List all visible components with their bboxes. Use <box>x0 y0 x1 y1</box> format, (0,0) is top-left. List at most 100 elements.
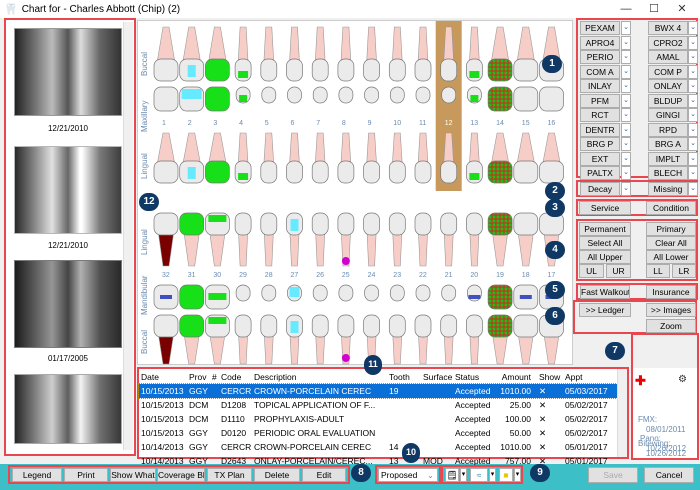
tooth-number[interactable]: 2 <box>188 120 192 127</box>
tooth-occlusal[interactable] <box>389 284 405 302</box>
tooth-occlusal[interactable] <box>338 86 354 104</box>
proc-dropdown[interactable]: ⌄ <box>688 35 698 50</box>
proc-dropdown[interactable]: ⌄ <box>621 108 631 122</box>
tooth-crown[interactable] <box>337 160 355 184</box>
tooth-filling[interactable] <box>181 89 202 99</box>
service-button[interactable]: Service <box>579 201 631 215</box>
tooth-crown[interactable] <box>414 212 432 236</box>
proc-dropdown[interactable]: ⌄ <box>621 137 631 151</box>
proc-dropdown[interactable]: ⌄ <box>688 64 698 79</box>
proc-dropdown[interactable]: ⌄ <box>688 122 698 137</box>
note-dropdown[interactable]: ▾ <box>460 468 467 482</box>
tooth-crown[interactable] <box>440 58 458 82</box>
tooth-root[interactable] <box>314 132 326 166</box>
tooth-number[interactable]: 24 <box>368 272 376 279</box>
tooth-crown[interactable] <box>487 160 513 184</box>
tooth-crown[interactable] <box>337 58 355 82</box>
tooth-number[interactable]: 30 <box>213 272 221 279</box>
tooth-filling[interactable] <box>208 317 227 324</box>
column-header[interactable]: Code <box>221 372 242 382</box>
tooth-root[interactable] <box>391 132 403 166</box>
proc-dropdown[interactable]: ⌄ <box>688 151 698 166</box>
close-button[interactable]: ✕ <box>677 3 687 15</box>
tooth-root[interactable] <box>156 132 176 166</box>
tooth-occlusal[interactable] <box>287 86 302 104</box>
proc-dropdown[interactable]: ⌄ <box>688 108 698 122</box>
tooth-root[interactable] <box>237 26 249 64</box>
tooth-occlusal[interactable] <box>389 86 405 104</box>
proc-button[interactable]: COM P <box>648 64 688 79</box>
tooth-crown[interactable] <box>311 160 329 184</box>
folder-dropdown[interactable]: ▾ <box>514 468 521 482</box>
lr-button[interactable]: LR <box>672 264 696 278</box>
tooth-root[interactable] <box>340 132 352 166</box>
tooth-root[interactable] <box>263 132 275 166</box>
ll-button[interactable]: LL <box>646 264 670 278</box>
tooth-crown[interactable] <box>539 160 564 184</box>
tooth-crown[interactable] <box>414 160 432 184</box>
proc-dropdown[interactable]: ⌄ <box>688 50 698 64</box>
ur-button[interactable]: UR <box>606 264 631 278</box>
tooth-crown[interactable] <box>363 212 380 236</box>
proc-button[interactable]: AMAL <box>648 50 688 64</box>
tooth-number[interactable]: 16 <box>548 120 556 127</box>
proc-button[interactable]: BWX 4 <box>648 21 688 35</box>
tooth-tool-icon[interactable]: ≈ <box>470 468 488 482</box>
tooth-number[interactable]: 18 <box>522 272 530 279</box>
tooth-number[interactable]: 13 <box>470 120 478 127</box>
tooth-crown[interactable] <box>153 314 179 338</box>
proc-dropdown[interactable]: ⌄ <box>621 151 631 166</box>
images-button[interactable]: >> Images <box>646 303 696 317</box>
tooth-number[interactable]: 27 <box>291 272 299 279</box>
proc-dropdown[interactable]: ⌄ <box>621 122 631 137</box>
tooth-root[interactable] <box>182 26 202 64</box>
proc-button[interactable]: GINGI <box>648 108 688 122</box>
tooth-crown[interactable] <box>388 58 406 82</box>
tooth-crown[interactable] <box>487 314 513 338</box>
tooth-root[interactable] <box>208 26 227 64</box>
tooth-number[interactable]: 23 <box>393 272 401 279</box>
proc-dropdown[interactable]: ⌄ <box>621 93 631 108</box>
tooth-occlusal[interactable] <box>179 284 205 310</box>
tooth-filling[interactable] <box>289 287 300 297</box>
tooth-crown[interactable] <box>513 212 539 236</box>
tooth-number[interactable]: 25 <box>342 272 350 279</box>
tooth-crown[interactable] <box>487 58 513 82</box>
tooth-crown[interactable] <box>337 212 355 236</box>
select-all-button[interactable]: Select All <box>579 236 631 250</box>
column-header[interactable]: Surface <box>423 372 453 382</box>
tooth-filling[interactable] <box>239 95 248 102</box>
table-scrollbar[interactable] <box>617 369 627 457</box>
tooth-root[interactable] <box>417 132 429 166</box>
proc-button[interactable]: ONLAY <box>648 79 688 93</box>
proc-dropdown[interactable]: ⌄ <box>688 93 698 108</box>
tooth-occlusal[interactable] <box>261 284 277 302</box>
tooth-crown[interactable] <box>260 160 278 184</box>
tooth-root[interactable] <box>208 132 227 166</box>
condition-button[interactable]: Condition <box>646 201 696 215</box>
proc-button[interactable]: PERIO <box>580 50 620 64</box>
tooth-crown[interactable] <box>153 58 179 82</box>
tooth-number[interactable]: 4 <box>239 120 243 127</box>
tooth-root[interactable] <box>340 26 352 64</box>
proc-dropdown[interactable]: ⌄ <box>688 79 698 93</box>
tooth-crown[interactable] <box>179 212 205 236</box>
tooth-root[interactable] <box>542 132 561 166</box>
column-header[interactable]: Amount <box>501 372 531 382</box>
tooth-occlusal[interactable] <box>364 284 379 302</box>
tooth-crown[interactable] <box>466 212 483 236</box>
tooth-occlusal[interactable] <box>415 86 431 104</box>
tooth-number[interactable]: 26 <box>316 272 324 279</box>
clear-all-button[interactable]: Clear All <box>646 236 696 250</box>
tooth-filling[interactable] <box>290 321 299 333</box>
tooth-root[interactable] <box>490 132 510 166</box>
tooth-crown[interactable] <box>205 58 230 82</box>
proc-dropdown[interactable]: ⌄ <box>688 137 698 151</box>
tooth-occlusal[interactable] <box>513 86 539 112</box>
tooth-filling[interactable] <box>208 293 227 300</box>
proc-button[interactable]: BLDUP <box>648 93 688 108</box>
tooth-root[interactable] <box>516 26 536 64</box>
maximize-button[interactable]: ☐ <box>649 3 659 15</box>
tooth-crown[interactable] <box>388 314 406 338</box>
